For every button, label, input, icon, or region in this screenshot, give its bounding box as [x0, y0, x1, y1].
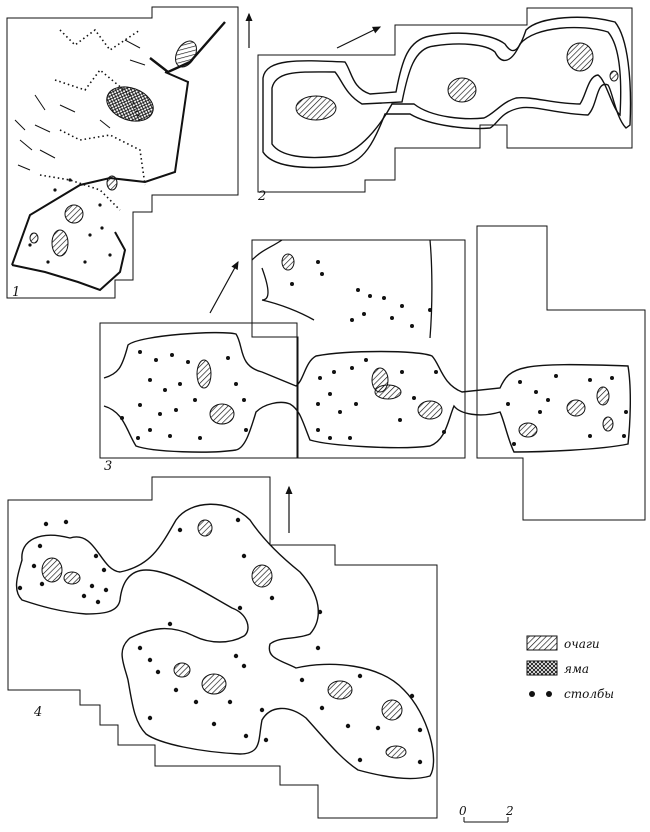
figure-1-hearth-c — [51, 229, 69, 257]
figure-4-hearth-f — [201, 673, 227, 695]
figure-2-label: 2 — [257, 189, 266, 204]
figure-1-hearth-a — [175, 40, 197, 68]
figure-4-hearth-h — [381, 699, 403, 721]
scale-start-label: 0 — [459, 804, 467, 818]
figure-2-hearth-d — [609, 70, 619, 82]
figure-4-hearth-c — [197, 519, 213, 537]
figure-4-hearth-d — [251, 564, 273, 588]
figure-4-hearth-e — [173, 662, 191, 678]
figure-1-excavation-outline — [6, 6, 239, 299]
figure-2-excavation-outline — [257, 7, 633, 193]
legend-swatch-pit — [526, 660, 558, 676]
figure-2-hearth-a — [295, 95, 337, 121]
figure-4-hearth-a — [41, 557, 63, 583]
figure-3-label: 3 — [104, 459, 112, 474]
figure-4 — [7, 476, 438, 819]
figure-2-inner-wall — [271, 26, 622, 159]
figure-4-hearth-i — [385, 745, 407, 759]
figure-4-hearth-b — [63, 571, 81, 585]
legend-swatch-post — [529, 691, 552, 697]
legend-label-pit: яма — [564, 662, 589, 676]
figure-1-dotted-contour — [39, 28, 146, 211]
scale-bar: 0 2 — [459, 804, 514, 823]
figure-4-excavation-outline — [7, 476, 438, 819]
figure-3-hearth-j — [602, 416, 614, 432]
figure-4-posts — [17, 517, 423, 765]
figure-3-upper-dwelling — [251, 239, 433, 339]
figure-2-outer-wall — [262, 16, 632, 169]
figure-3-hearth-f — [281, 253, 295, 271]
figure-3-hearth-a — [196, 359, 212, 389]
figure-3-excavation-right — [476, 225, 646, 521]
north-arrow-3 — [209, 260, 239, 314]
figure-3 — [99, 225, 646, 521]
figure-3-hearth-b — [209, 403, 235, 425]
figure-1-dashes — [14, 39, 146, 171]
figure-1-pit — [106, 86, 154, 122]
figure-1-label: 1 — [12, 285, 20, 300]
figure-3-hearth-d — [374, 384, 402, 400]
figure-1-hearth-d — [106, 175, 118, 191]
legend: очаги яма столбы — [526, 635, 614, 701]
figure-3-hearth-e — [417, 400, 443, 420]
figure-1 — [6, 6, 253, 299]
figure-3-hearth-h — [518, 422, 538, 438]
figure-4-dwellings-contour — [15, 503, 435, 780]
legend-label-post: столбы — [564, 687, 614, 701]
figure-3-hearth-g — [566, 399, 586, 417]
figure-3-posts — [120, 260, 628, 446]
north-arrow-2 — [336, 26, 382, 49]
figure-1-posts — [28, 178, 112, 264]
figure-2-hearth-b — [447, 77, 477, 103]
figure-1-wall-2 — [11, 231, 127, 292]
figure-4-label: 4 — [33, 705, 42, 720]
figure-3-excavation-mid — [251, 239, 466, 459]
legend-label-hearth: очаги — [564, 637, 600, 651]
figure-1-hearth-e — [29, 232, 39, 244]
figure-1-wall-3 — [149, 21, 226, 74]
figure-2 — [257, 7, 633, 193]
figure-3-hearth-i — [596, 386, 610, 406]
figure-3-left-dwelling — [103, 331, 632, 453]
figure-4-hearth-g — [327, 680, 353, 700]
figure-1-hearth-b — [64, 204, 84, 224]
figure-2-hearth-c — [566, 42, 594, 72]
figure-3-excavation-left — [99, 322, 298, 459]
legend-swatch-hearth — [526, 635, 558, 651]
scale-end-label: 2 — [505, 804, 514, 818]
